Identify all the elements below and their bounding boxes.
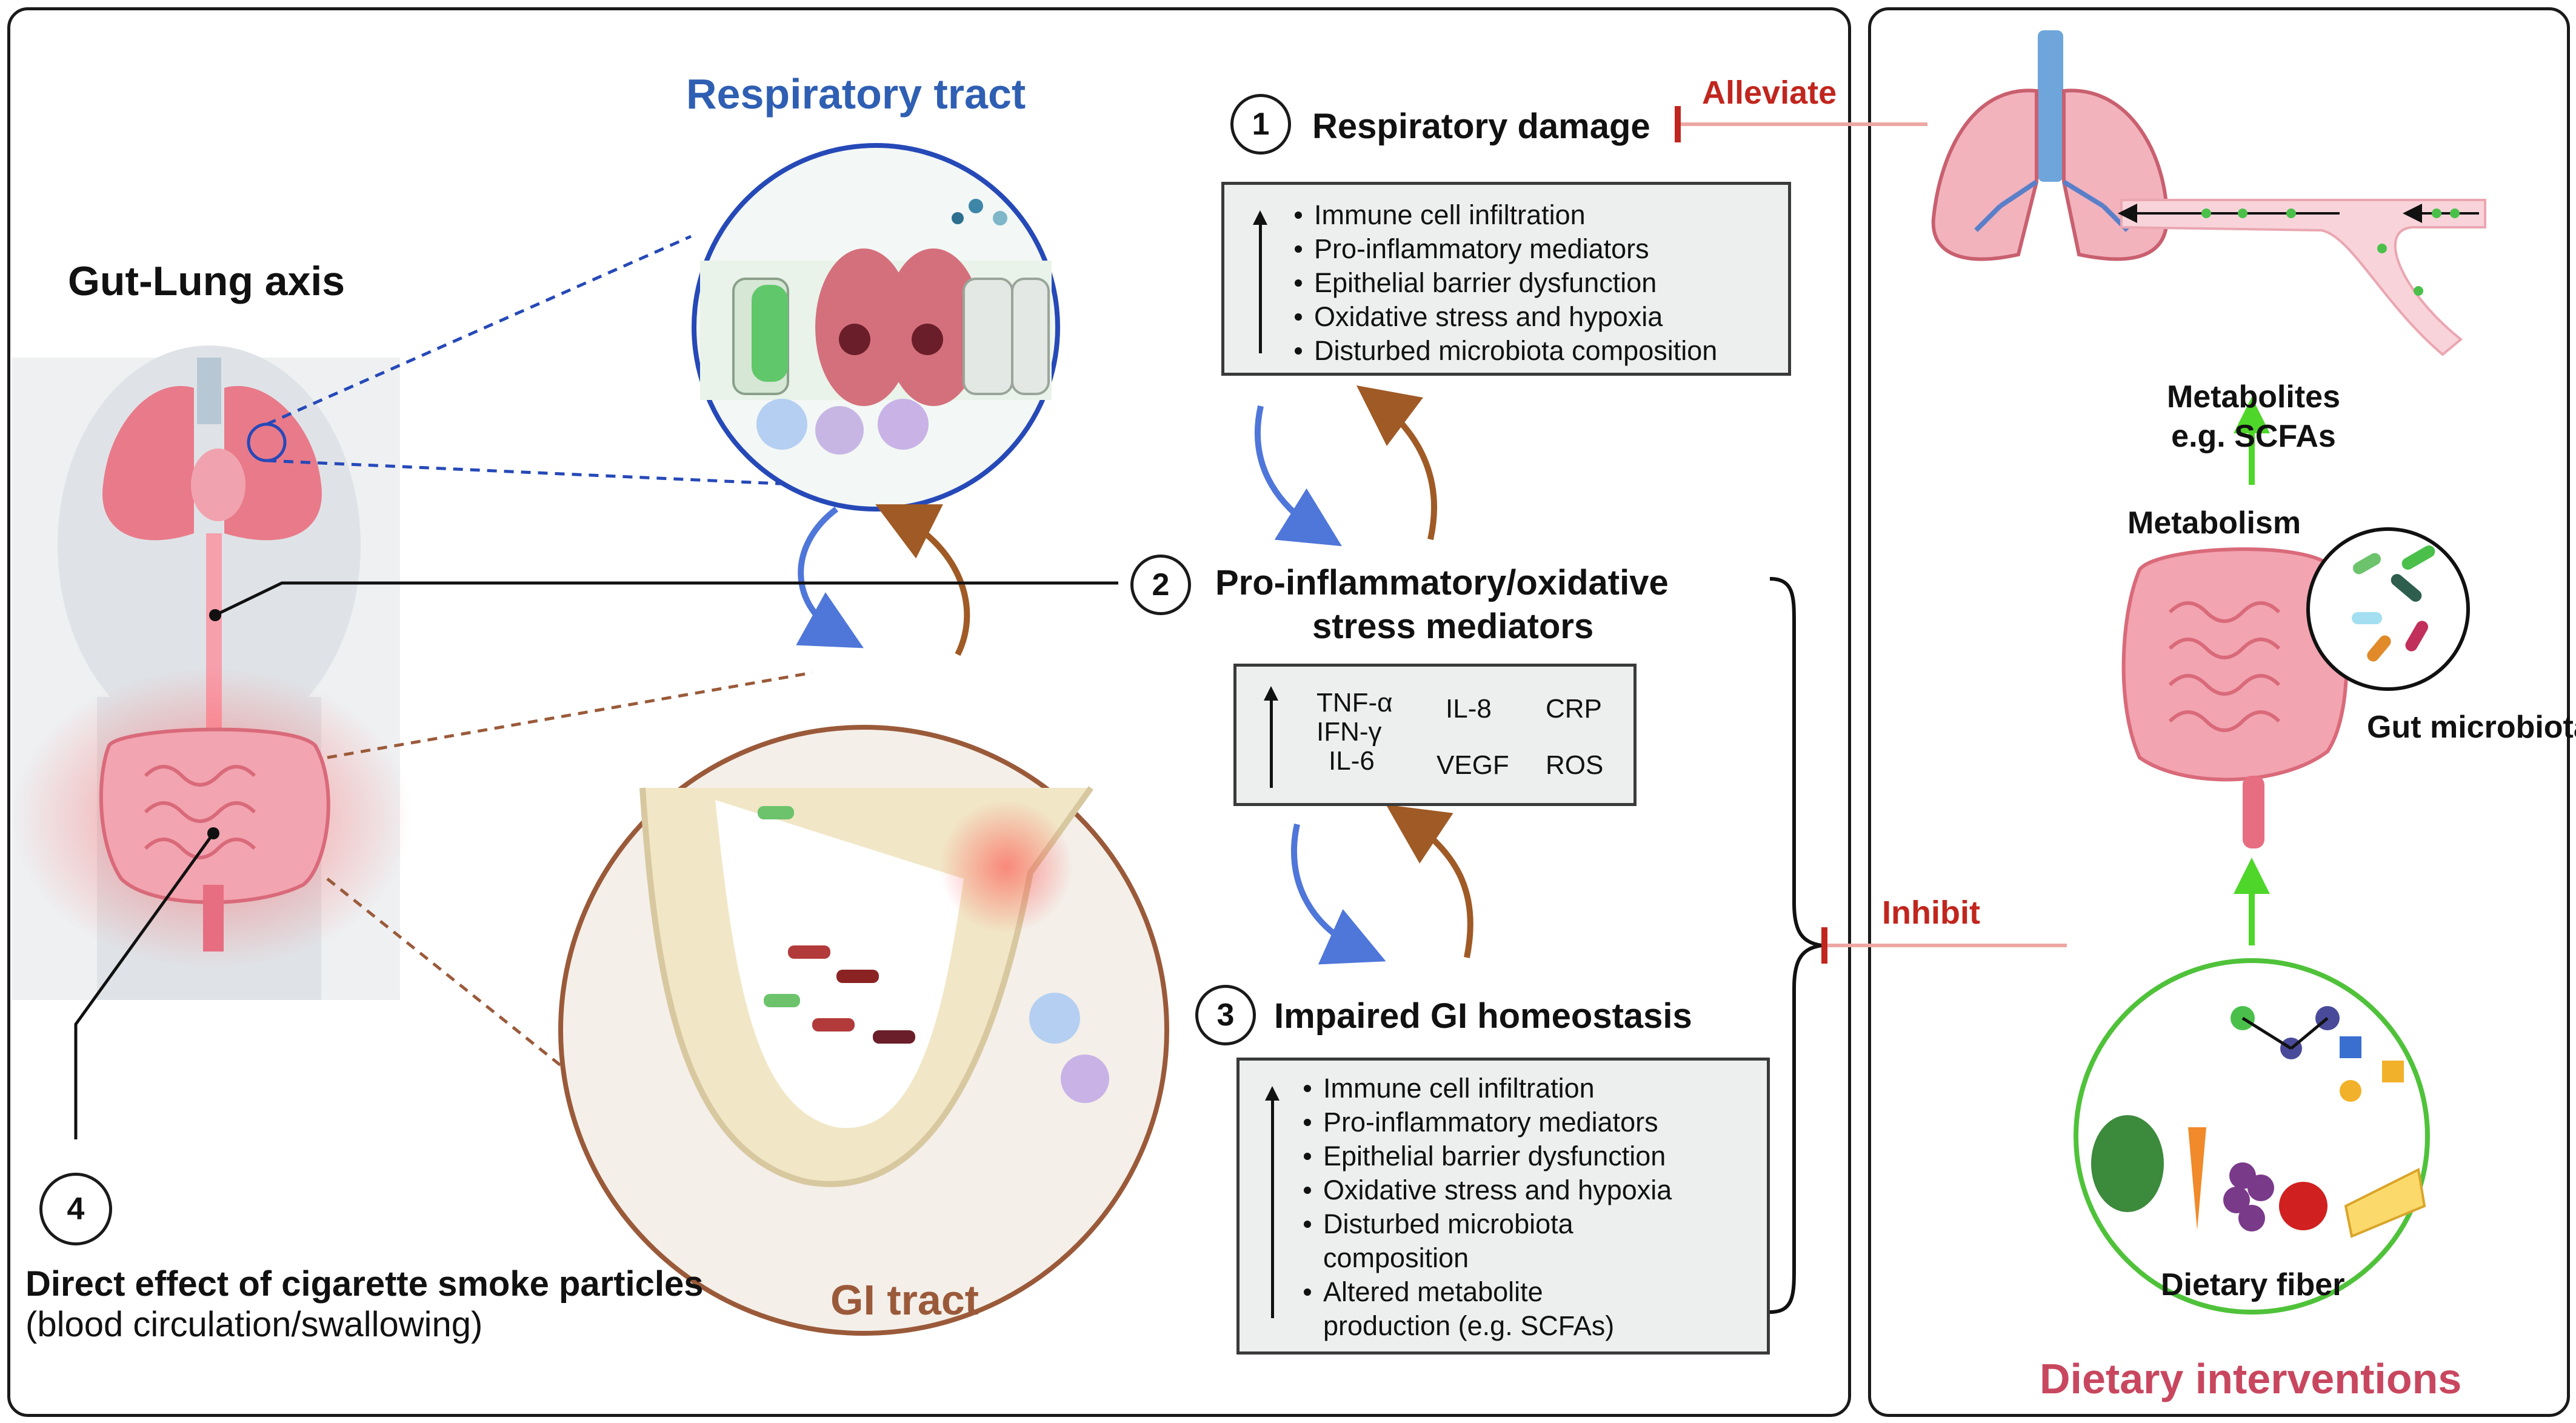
step-1-number: 1 <box>1230 94 1291 155</box>
step-2-label-line2: stress mediators <box>1312 607 1594 646</box>
step-3-label: Impaired GI homeostasis <box>1274 996 1692 1036</box>
respiratory-effect-item: Epithelial barrier dysfunction <box>1291 266 1776 300</box>
respiratory-tract-title: Respiratory tract <box>686 70 1026 118</box>
step-4-number: 4 <box>39 1173 112 1245</box>
gut-lung-axis-title: Gut-Lung axis <box>68 258 345 304</box>
mediator-vegf: VEGF <box>1436 750 1509 780</box>
respiratory-effect-item: Immune cell infiltration <box>1291 198 1776 232</box>
respiratory-effect-item: Oxidative stress and hypoxia <box>1291 300 1776 334</box>
body-silhouette <box>12 345 412 1000</box>
gi-effect-item: Immune cell infiltration <box>1300 1071 1755 1105</box>
blood-vessel-illustration <box>2118 199 2486 356</box>
metabolites-label-line1: Metabolites <box>2166 379 2341 415</box>
gi-effects-box: Immune cell infiltration Pro-inflammator… <box>1236 1058 1770 1355</box>
step-1-label: Respiratory damage <box>1312 107 1650 146</box>
gi-effect-item: Oxidative stress and hypoxia <box>1300 1173 1755 1207</box>
increase-arrowhead <box>1253 210 1267 225</box>
dietary-fiber-illustration <box>2074 958 2430 1315</box>
gi-tract-title: GI tract <box>830 1276 979 1324</box>
gi-effects-list: Immune cell infiltration Pro-inflammator… <box>1300 1071 1755 1343</box>
gi-increase-arrow <box>1271 1097 1274 1318</box>
mediators-increase-arrow <box>1270 697 1273 788</box>
gi-effect-item-cont: composition <box>1323 1242 1469 1273</box>
alleviate-label: Alleviate <box>1702 75 1837 111</box>
gi-tract-illustration <box>558 725 1169 1336</box>
mediator-ros: ROS <box>1546 750 1604 780</box>
mediator-ifn: IFN-γ <box>1316 717 1382 747</box>
increase-arrow <box>1259 221 1262 353</box>
mediator-crp: CRP <box>1546 694 1602 724</box>
dietary-interventions-title: Dietary interventions <box>2040 1355 2462 1402</box>
gi-effect-item: Epithelial barrier dysfunction <box>1300 1139 1755 1173</box>
gi-effect-item: Disturbed microbiota <box>1300 1207 1755 1241</box>
step-4-label-line1: Direct effect of cigarette smoke particl… <box>25 1264 704 1304</box>
gut-microbiota-illustration <box>2306 527 2470 691</box>
mediator-il8: IL-8 <box>1446 694 1492 724</box>
mediators-increase-arrowhead <box>1264 686 1278 701</box>
step-2-number: 2 <box>1130 555 1191 615</box>
gi-effect-item: Altered metabolite <box>1300 1275 1755 1309</box>
respiratory-effect-item: Pro-inflammatory mediators <box>1291 232 1776 266</box>
step-4-label-line2: (blood circulation/swallowing) <box>25 1305 483 1344</box>
respiratory-effect-item: Disturbed microbiota composition <box>1291 334 1776 368</box>
metabolism-label: Metabolism <box>2127 505 2301 541</box>
gi-increase-arrowhead <box>1265 1086 1280 1101</box>
dietary-fiber-label: Dietary fiber <box>2161 1267 2345 1302</box>
step-2-label-line1: Pro-inflammatory/oxidative <box>1215 563 1669 602</box>
mediator-il6: IL-6 <box>1329 746 1375 776</box>
respiratory-tract-illustration <box>692 143 1060 512</box>
gi-effect-item-cont: production (e.g. SCFAs) <box>1323 1310 1615 1341</box>
gut-microbiota-label: Gut microbiota <box>2367 710 2576 745</box>
intestine-illustration <box>2121 547 2349 848</box>
gi-effect-item: Pro-inflammatory mediators <box>1300 1105 1755 1139</box>
inhibit-label: Inhibit <box>1882 895 1980 931</box>
metabolites-label-line2: e.g. SCFAs <box>2171 419 2336 454</box>
step-3-number: 3 <box>1195 985 1256 1045</box>
mediator-tnf: TNF-α <box>1316 688 1393 718</box>
mediators-box: TNF-α IFN-γ IL-6 IL-8 VEGF CRP ROS <box>1233 664 1637 806</box>
